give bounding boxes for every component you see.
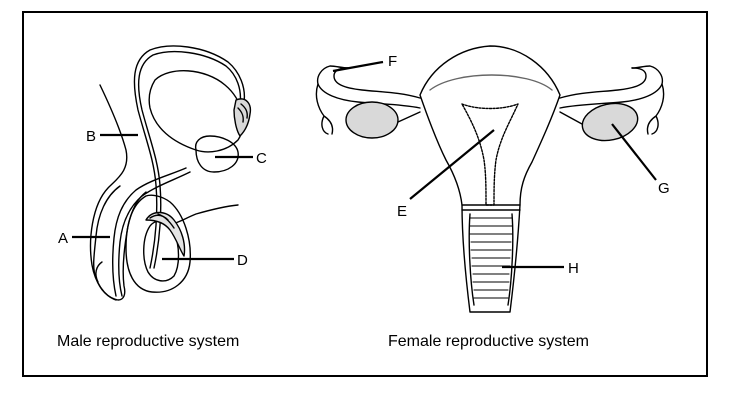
- male-leader-lines: [72, 133, 253, 261]
- part-labels: B C A D F E G H: [58, 53, 670, 277]
- urethra: [111, 167, 187, 297]
- vagina: [461, 204, 521, 313]
- label-h: H: [568, 260, 579, 277]
- female-leader-lines: [332, 60, 657, 269]
- male-system-drawing: [89, 45, 252, 301]
- male-thigh-outline: [171, 204, 239, 225]
- right-fallopian-tube: [559, 67, 647, 99]
- label-d: D: [237, 252, 248, 269]
- label-c: C: [256, 150, 267, 167]
- vas-deferens: [133, 45, 246, 269]
- male-system-caption: Male reproductive system: [57, 333, 240, 350]
- male-body-outline: [89, 84, 128, 301]
- leader-line-e: [409, 129, 495, 200]
- label-f: F: [388, 53, 397, 70]
- right-fimbriae: [646, 83, 665, 135]
- leader-line-f: [332, 60, 384, 73]
- leader-line-g: [611, 123, 657, 181]
- uterus: [419, 45, 561, 206]
- label-e: E: [397, 203, 407, 220]
- vaginal-rugae: [469, 217, 513, 299]
- left-ovary: [345, 101, 399, 139]
- prostate: [194, 135, 239, 173]
- female-system-caption: Female reproductive system: [388, 333, 589, 350]
- female-system-drawing: [315, 45, 665, 313]
- bladder: [148, 70, 244, 153]
- label-a: A: [58, 230, 68, 247]
- label-g: G: [658, 180, 670, 197]
- diagram-frame: [22, 11, 708, 377]
- epididymis: [145, 211, 186, 257]
- left-fimbriae: [315, 83, 334, 135]
- right-ovary: [581, 102, 639, 142]
- left-fallopian-tube: [333, 67, 421, 99]
- uterine-cavity: [461, 103, 519, 206]
- scrotum: [125, 194, 192, 293]
- label-b: B: [86, 128, 96, 145]
